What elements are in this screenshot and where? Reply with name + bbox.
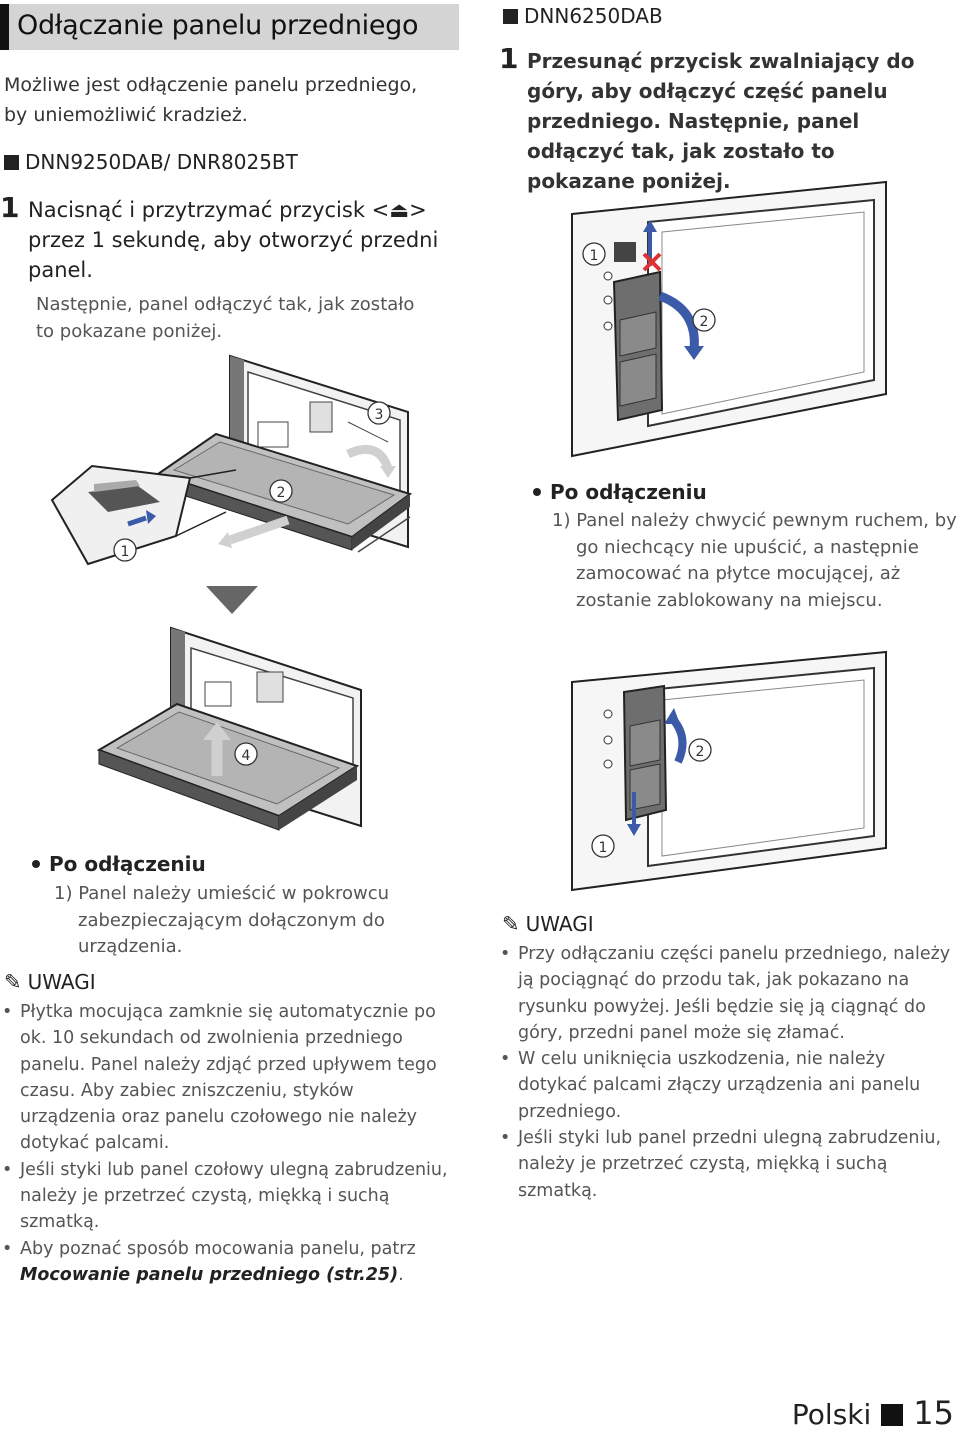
bullet-dot (32, 860, 40, 868)
uwagi-item: Jeśli styki lub panel przedni ulegną zab… (500, 1125, 952, 1204)
footer-language: Polski (791, 1398, 872, 1431)
svg-text:1: 1 (590, 248, 599, 264)
uwagi-item: Płytka mocująca zamknie się automatyczni… (2, 999, 452, 1157)
model-square-icon (503, 9, 518, 24)
illustration-remove-panel: 4 (96, 626, 362, 831)
after-detach-title-left: Po odłączeniu (32, 852, 206, 876)
step-left: 1 Nacisnąć i przytrzymać przycisk <⏏> pr… (0, 193, 448, 285)
illustration-open-panel: 1 2 3 (50, 354, 413, 566)
step-text: Przesunąć przycisk zwalniający do góry, … (527, 49, 915, 193)
svg-text:1: 1 (121, 544, 130, 560)
callout-1: 1 (113, 538, 137, 562)
uwagi-item: W celu uniknięcia uszkodzenia, nie należ… (500, 1046, 952, 1125)
page-footer: Polski 15 (792, 1394, 954, 1432)
pencil-icon: ✎ (4, 970, 22, 994)
section-title-bar: Odłączanie panelu przedniego (0, 4, 459, 50)
callout-2: 2 (692, 308, 716, 332)
section-title: Odłączanie panelu przedniego (17, 10, 419, 41)
uwagi-heading-left: ✎UWAGI (4, 970, 96, 994)
svg-text:2: 2 (700, 314, 709, 330)
callout-2: 2 (269, 479, 293, 503)
pull-arrow-icon (228, 515, 290, 545)
mounting-reference-link[interactable]: Mocowanie panelu przedniego (str.25) (20, 1264, 399, 1285)
svg-text:4: 4 (242, 748, 251, 764)
next-step-triangle-icon (206, 586, 258, 614)
lift-arrow-icon (346, 444, 393, 470)
after-detach-title-right: Po odłączeniu (533, 480, 707, 504)
after-detach-item-right: 1) Panel należy chwycić pewnym ruchem, b… (552, 510, 957, 611)
page-number: 15 (913, 1394, 954, 1432)
pencil-icon: ✎ (502, 912, 520, 936)
step-text: Nacisnąć i przytrzymać przycisk <⏏> prze… (28, 198, 439, 282)
svg-text:3: 3 (375, 407, 384, 423)
callout-1: 1 (591, 834, 615, 858)
illustration-release-panel: 1 2 (571, 180, 887, 458)
uwagi-list-left: Płytka mocująca zamknie się automatyczni… (2, 999, 452, 1288)
uwagi-item: Aby poznać sposób mocowania panelu, patr… (2, 1236, 452, 1289)
model-square-icon (4, 155, 19, 170)
step-number: 1 (0, 191, 20, 224)
uwagi-heading-right: ✎UWAGI (502, 912, 594, 936)
illustration-attach-panel: 1 2 (571, 650, 887, 892)
svg-text:1: 1 (599, 840, 608, 856)
bullet-dot (533, 488, 541, 496)
model-label-left: DNN9250DAB/ DNR8025BT (4, 150, 298, 174)
callout-4: 4 (234, 742, 258, 766)
step-left-note: Następnie, panel odłączyć tak, jak zosta… (36, 294, 415, 342)
model-label-right: DNN6250DAB (503, 4, 663, 28)
uwagi-item: Jeśli styki lub panel czołowy ulegną zab… (2, 1157, 452, 1236)
step-number: 1 (499, 42, 519, 75)
svg-text:2: 2 (277, 485, 286, 501)
uwagi-list-right: Przy odłączaniu części panelu przedniego… (500, 941, 952, 1204)
wrong-direction-x-icon (642, 252, 662, 272)
step-right: 1 Przesunąć przycisk zwalniający do góry… (499, 44, 947, 196)
pull-forward-arrow-icon (658, 291, 699, 351)
push-arrow-icon (127, 515, 147, 527)
svg-text:2: 2 (696, 744, 705, 760)
after-detach-item-left: 1) Panel należy umieścić w pokrowcu zabe… (54, 883, 390, 957)
footer-square-icon (881, 1404, 904, 1426)
uwagi-item: Przy odłączaniu części panelu przedniego… (500, 941, 952, 1046)
callout-1: 1 (582, 242, 606, 266)
callout-2: 2 (688, 738, 712, 762)
intro-text: Możliwe jest odłączenie panelu przednieg… (4, 74, 418, 126)
callout-3: 3 (367, 401, 391, 425)
